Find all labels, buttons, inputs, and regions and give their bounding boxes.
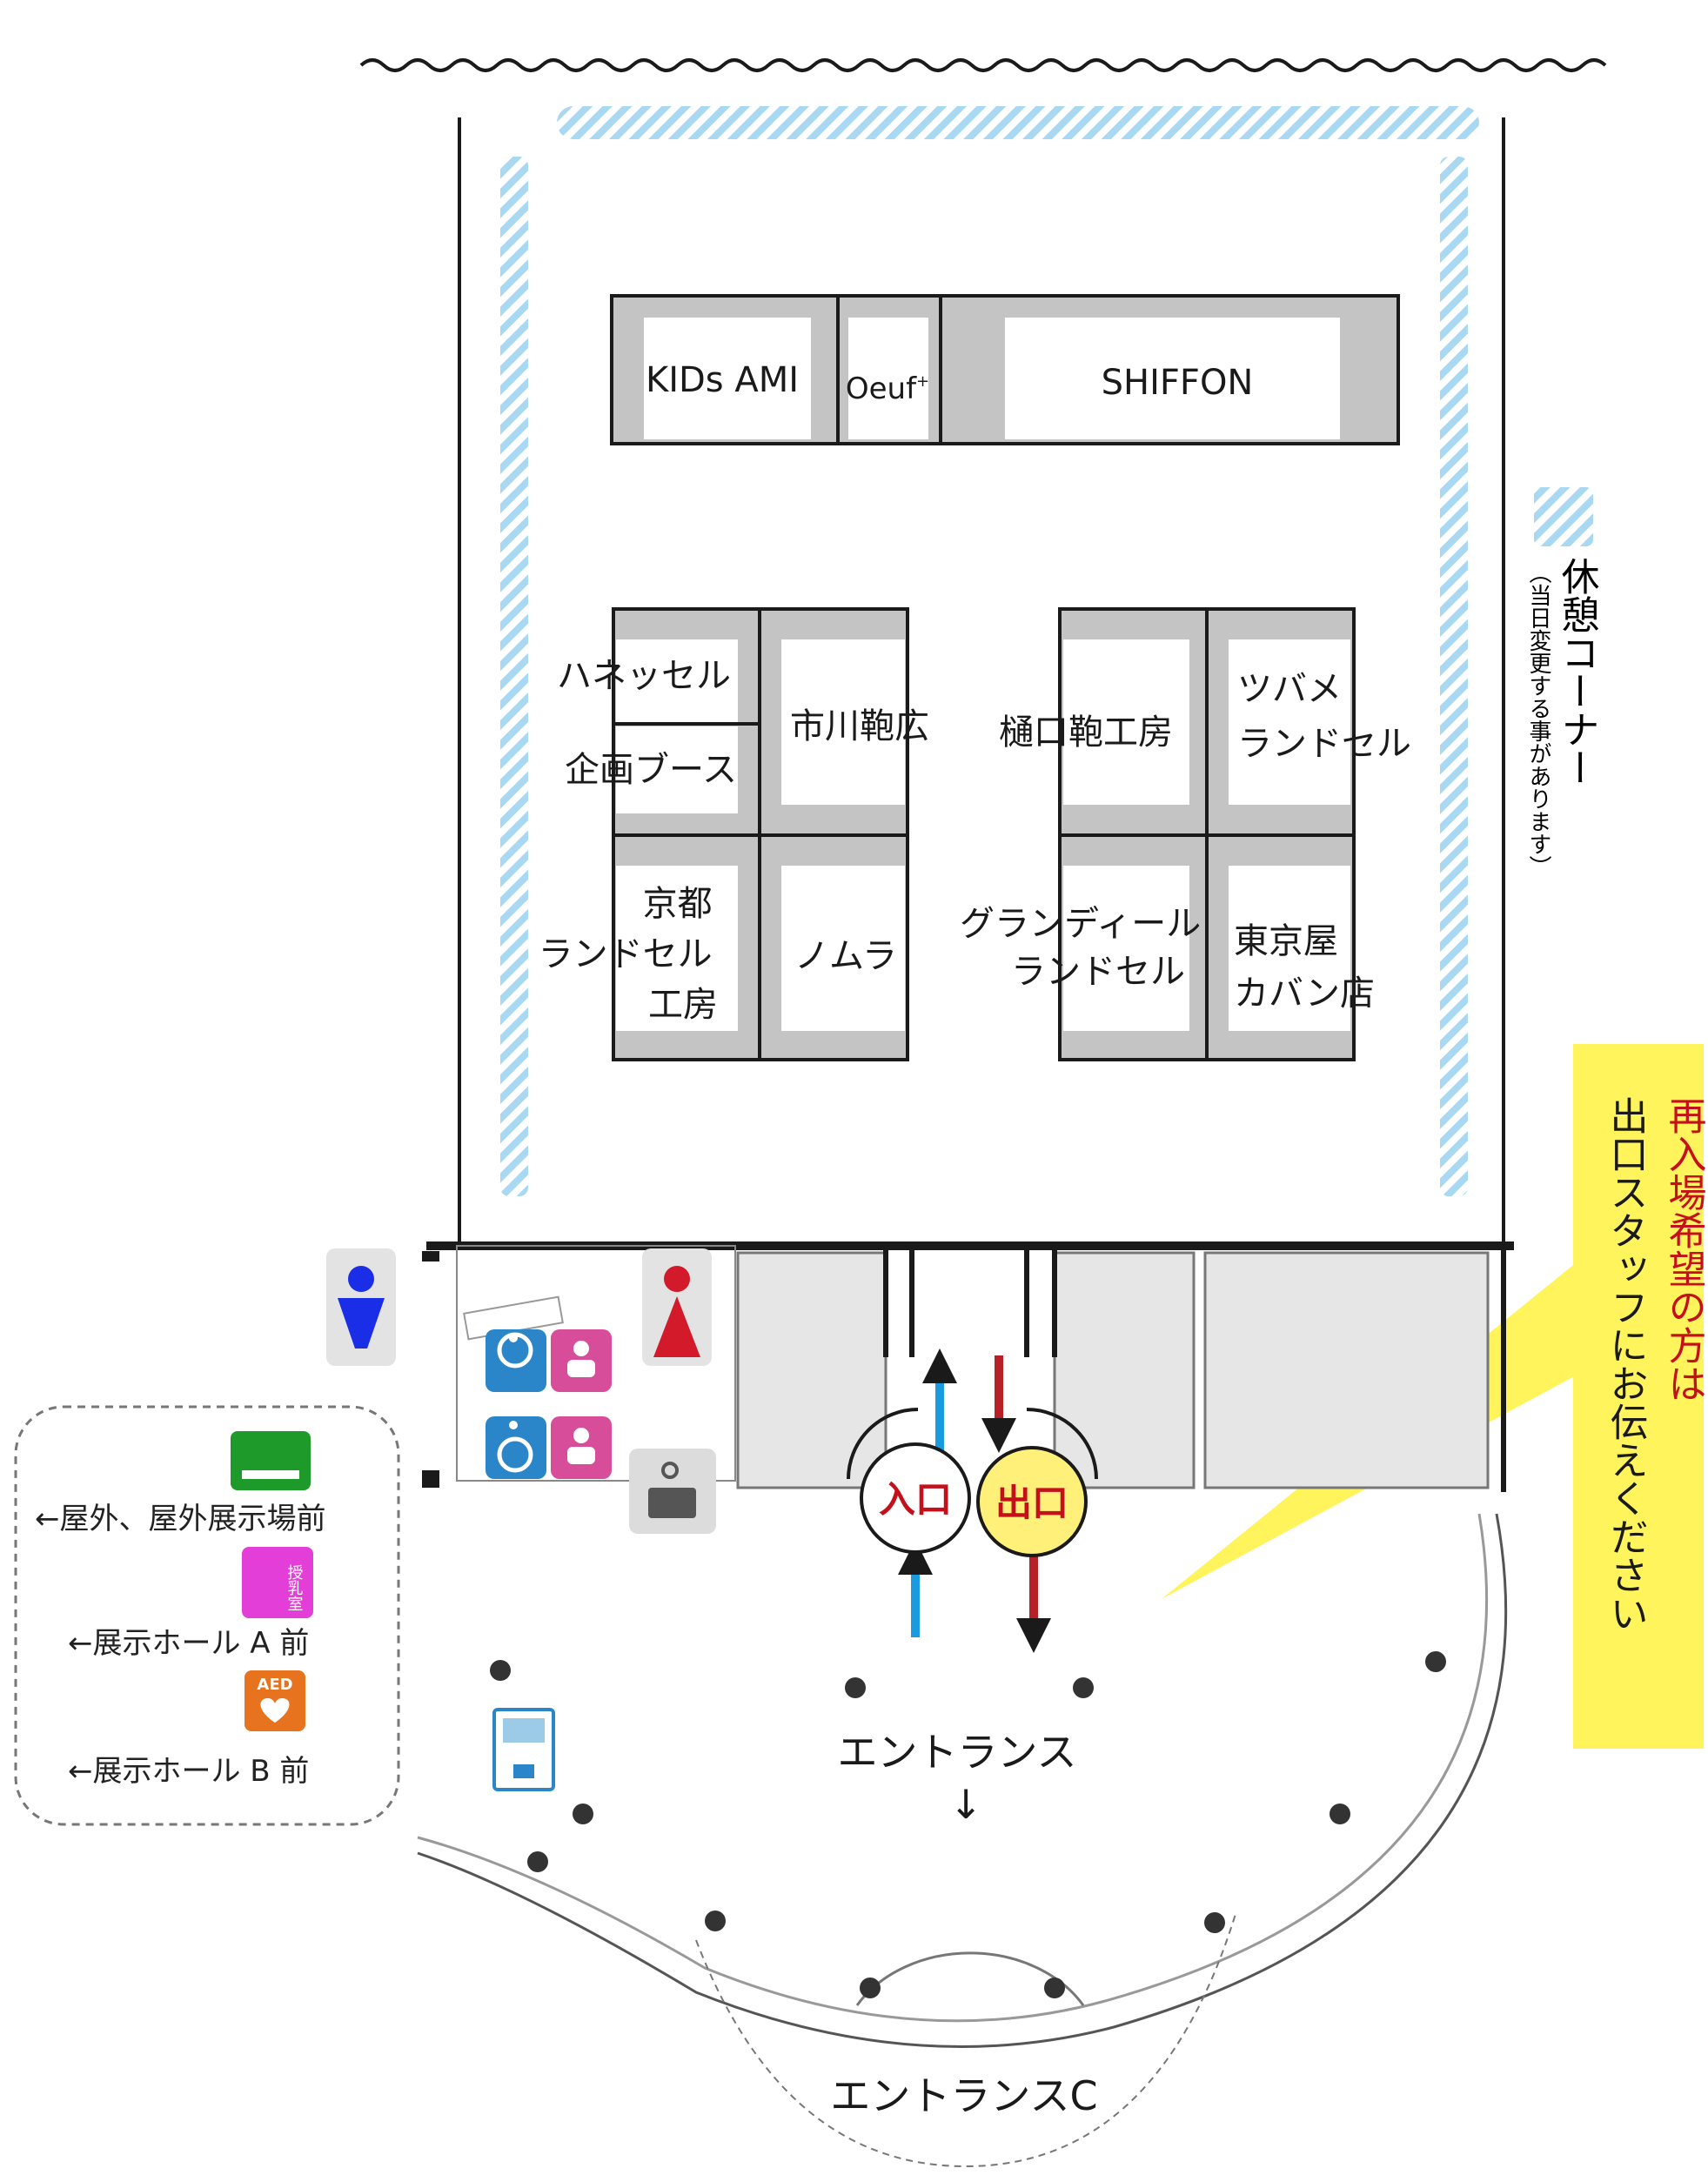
booth-kids-ami-label: KIDs AMI [646,360,799,400]
plaza-outer-curve [417,1513,1508,2048]
booth-tsubame-label: ツバメ ランドセル [1237,669,1411,764]
booth-oeuf[interactable] [848,318,928,439]
baby-care-icon [551,1329,612,1392]
wheelchair-icon [486,1329,546,1392]
vending-machine-icon [492,1708,555,1791]
booth-oeuf-label: Oeuf+ [846,371,929,406]
booth-nomura[interactable] [781,866,905,1031]
wheelchair-icon-2 [486,1416,546,1479]
rest-corner-right [1440,157,1468,1196]
plaza-pillars [490,1651,1446,1998]
nursing-room-icon: 授乳室 [242,1547,313,1618]
entrance-gate-label: 入口 [879,1478,952,1521]
booth-kyoto[interactable] [616,866,738,1031]
cut-edge-wave [359,58,1607,72]
rest-corner-top [557,106,1479,139]
booth-shiffon-label: SHIFFON [1102,363,1254,403]
svg-text:授乳室: 授乳室 [285,1564,304,1611]
booth-higuchi[interactable] [1063,639,1189,805]
smoking-area-label: ←屋外、屋外展示場前 [35,1502,326,1536]
booth-kids-ami[interactable] [644,318,811,439]
booth-hanesseru[interactable] [616,639,738,722]
lobby-structure [422,1241,1514,1492]
booth-hanesseru-label: ハネッセル [557,656,731,696]
exit-gate[interactable]: 出口 [976,1446,1088,1557]
entrance-down-arrow: ↓ [949,1781,983,1828]
toilet-female-icon [642,1248,712,1366]
rest-legend-title: 休憩コーナー [1555,557,1600,786]
entrance-label: エントランス [837,1729,1076,1776]
nursing-room-label: ←展示ホール A 前 [68,1626,309,1661]
booth-ichikawa-label: 市川鞄広 [790,706,929,746]
rest-legend-swatch [1534,487,1593,546]
entrance-c-label: エントランスC [830,2072,1097,2119]
plaza-inner-curve [417,1513,1489,2023]
entrance-c-dashed [695,1913,1236,2168]
reentry-line1: 再入場希望の方は [1662,1096,1706,1402]
facility-legend-box [14,1405,400,1826]
baby-care-icon-2 [551,1416,612,1479]
aed-icon: AED [244,1670,305,1731]
reentry-callout-box [1573,1044,1704,1749]
booth-higuchi-label: 樋口鞄工房 [999,713,1173,753]
svg-text:AED: AED [257,1676,292,1694]
rest-corner-left [500,157,528,1196]
booth-kikaku[interactable] [616,726,738,813]
entrance-gate[interactable]: 入口 [860,1442,971,1554]
booth-tsubame[interactable] [1229,639,1350,805]
booth-block-right: 樋口鞄工房 ツバメ ランドセル グランディール ランドセル 東京屋 カバン店 [960,607,1411,1061]
booth-tokyoya-label: 東京屋 カバン店 [1234,921,1375,1014]
booth-block-left: ハネッセル 企画ブース 市川鞄広 京都 ランドセル 工房 ノムラ [539,607,929,1061]
booth-tokyoya[interactable] [1229,866,1350,1031]
rest-legend-note: （当日変更する事があります） [1525,561,1551,878]
booth-shiffon[interactable] [1005,318,1340,439]
aed-label: ←展示ホール B 前 [68,1754,309,1789]
reentry-line2: 出口スタッフにお伝えください [1604,1096,1648,1632]
smoking-area-icon [231,1431,311,1490]
toilet-male-icon [326,1248,396,1366]
booth-grandille-label: グランディール ランドセル [960,904,1212,992]
booth-ichikawa[interactable] [781,639,905,805]
booth-kyoto-label: 京都 ランドセル 工房 [539,884,724,1025]
exit-gate-label: 出口 [995,1482,1068,1524]
booth-kikaku-label: 企画ブース [565,750,737,790]
booth-grandille[interactable] [1063,866,1189,1031]
booth-nomura-label: ノムラ [794,936,897,976]
booth-row-top: KIDs AMI Oeuf+ SHIFFON [610,294,1400,445]
locker-icon [629,1449,716,1534]
